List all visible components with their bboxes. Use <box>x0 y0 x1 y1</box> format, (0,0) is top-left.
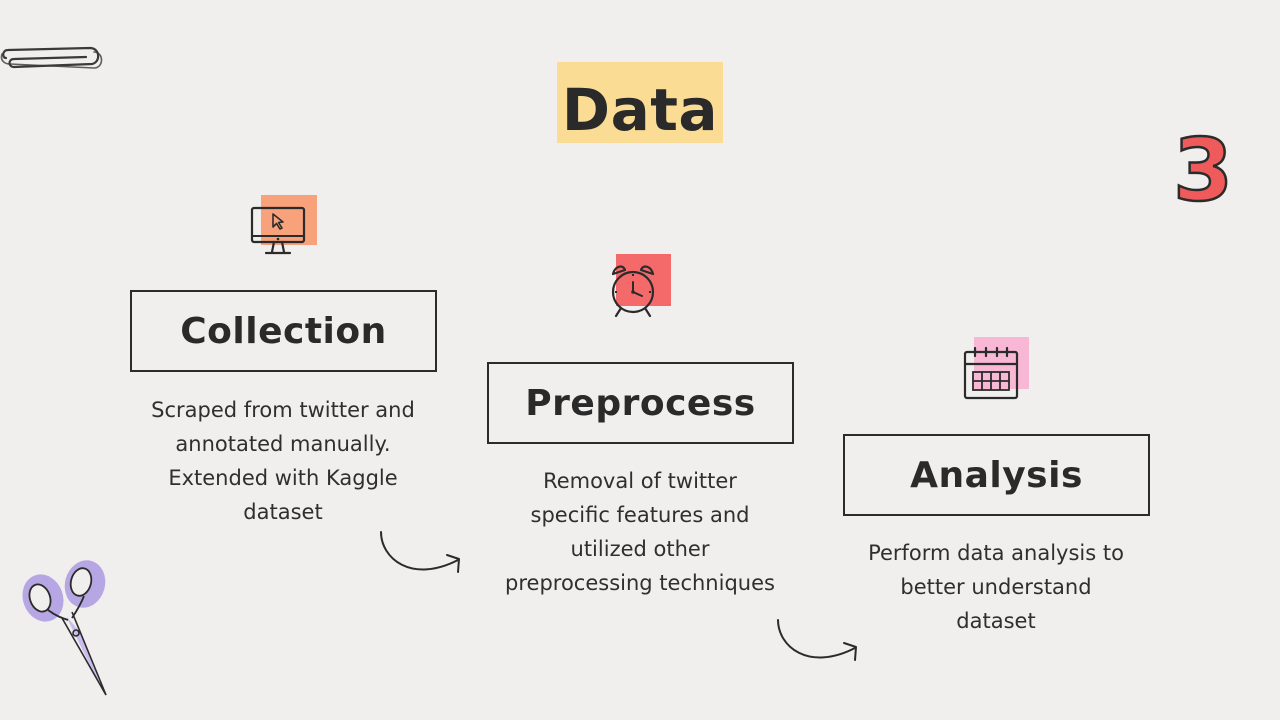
description-line: Perform data analysis to <box>868 541 1124 565</box>
analysis-title: Analysis <box>910 454 1083 496</box>
scissors-icon <box>22 560 107 696</box>
slide-title: Data <box>561 76 719 144</box>
description-line: better understand <box>900 575 1092 599</box>
description-line: Removal of twitter <box>543 469 737 493</box>
title-highlight <box>557 62 723 143</box>
calendar-icon <box>963 346 1019 400</box>
page-number: 3 <box>1172 120 1234 214</box>
analysis-description: Perform data analysis to better understa… <box>846 536 1146 638</box>
curved-arrow-icon <box>380 531 460 573</box>
description-line: Scraped from twitter and <box>151 398 415 422</box>
description-line: dataset <box>956 609 1036 633</box>
collection-title: Collection <box>180 310 387 352</box>
description-line: preprocessing techniques <box>505 571 775 595</box>
preprocess-title: Preprocess <box>525 382 756 424</box>
alarm-clock-icon <box>611 265 655 318</box>
collection-box: Collection <box>130 290 437 372</box>
description-line: utilized other <box>570 537 710 561</box>
preprocess-description: Removal of twitter specific features and… <box>490 464 790 600</box>
description-line: specific features and <box>530 503 750 527</box>
preprocess-box: Preprocess <box>487 362 794 444</box>
paperclip-icon <box>0 46 103 69</box>
collection-description: Scraped from twitter and annotated manua… <box>133 393 433 529</box>
page-number-text: 3 <box>1173 121 1233 214</box>
description-line: annotated manually. <box>175 432 391 456</box>
preprocess-icon-highlight <box>616 254 671 306</box>
description-line: dataset <box>243 500 323 524</box>
analysis-box: Analysis <box>843 434 1150 516</box>
computer-monitor-icon <box>250 206 306 255</box>
description-line: Extended with Kaggle <box>168 466 398 490</box>
